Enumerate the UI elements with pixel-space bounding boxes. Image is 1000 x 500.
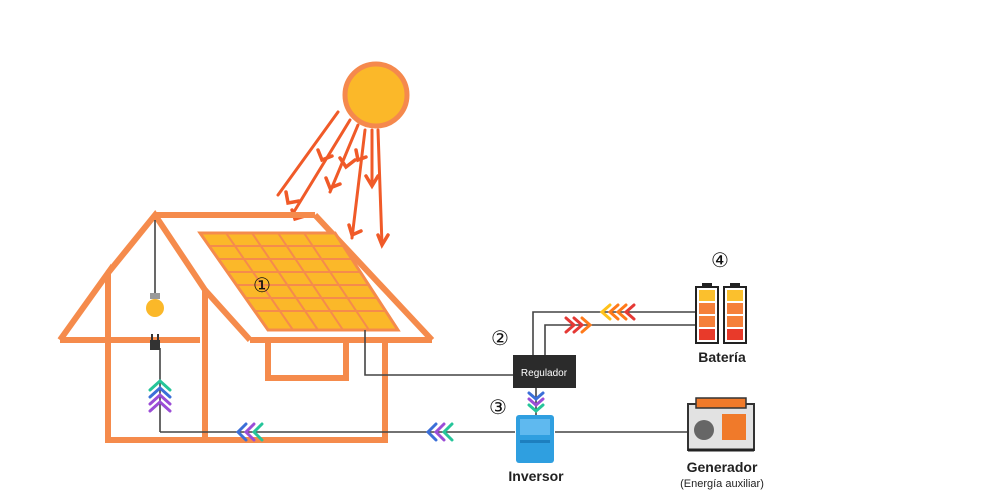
up-arrows (148, 378, 172, 413)
battery-arrows-out (599, 303, 636, 321)
regulator-label: Regulador (521, 368, 568, 379)
generator-note: (Energía auxiliar) (680, 478, 764, 490)
inverter-label: Inversor (508, 468, 564, 484)
sun-icon (342, 61, 410, 129)
battery-label: Batería (698, 349, 746, 365)
inverter-icon (516, 415, 554, 463)
step-2-marker: ② (491, 326, 509, 350)
battery-arrows-in (564, 316, 593, 334)
solar-panel (197, 231, 401, 332)
plug-icon (150, 334, 160, 350)
regulator-box (513, 355, 576, 388)
flow-arrows-inverter (425, 422, 454, 442)
battery-icon (695, 283, 747, 344)
house-outline (57, 209, 435, 443)
wires (154, 220, 698, 433)
generator-label: Generador (687, 459, 758, 475)
light-bulb-icon (146, 293, 164, 317)
flow-arrows-house (235, 422, 264, 442)
step-4-marker: ④ (711, 248, 729, 272)
step-1-marker: ① (253, 273, 271, 297)
generator-icon (687, 397, 755, 452)
down-arrows (527, 391, 545, 413)
sun-rays (276, 110, 390, 249)
step-3-marker: ③ (489, 395, 507, 419)
